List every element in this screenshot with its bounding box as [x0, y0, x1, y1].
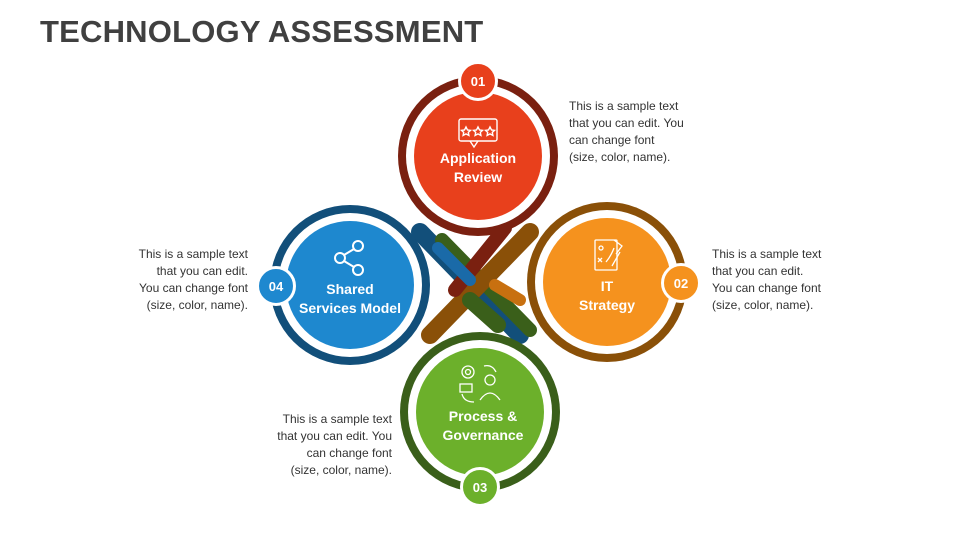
number-badge-02: 02	[661, 263, 701, 303]
process-governance-label: Process & Governance	[442, 408, 524, 443]
strategy-board-icon	[594, 239, 623, 271]
application-review-circle	[398, 76, 558, 236]
shared-services-label: Shared Services Model	[299, 281, 401, 316]
connector-ribbons	[411, 221, 539, 344]
shared-services-description: This is a sample text that you can edit.…	[138, 247, 248, 312]
rating-message-icon	[458, 118, 498, 149]
it-strategy-description: This is a sample text that you can edit.…	[712, 247, 822, 312]
it-strategy-circle	[527, 202, 687, 362]
it-strategy-inner-circle	[543, 218, 671, 346]
application-review-description: This is a sample text that you can edit.…	[569, 99, 684, 164]
shared-services-inner-circle	[286, 221, 414, 349]
process-governance-circle	[400, 332, 560, 492]
shared-services-circle	[270, 205, 430, 365]
process-governance-description: This is a sample text that you can edit.…	[277, 412, 392, 477]
number-badge-04: 04	[256, 266, 296, 306]
gear-person-icon	[459, 364, 501, 403]
share-icon	[334, 240, 364, 276]
process-governance-inner-circle	[416, 348, 544, 476]
application-review-inner-circle	[414, 92, 542, 220]
page-title: TECHNOLOGY ASSESSMENT	[40, 14, 484, 49]
it-strategy-label: IT Strategy	[578, 278, 636, 313]
number-badge-01: 01	[458, 61, 498, 101]
number-badge-03: 03	[460, 467, 500, 507]
application-review-label: Application Review	[439, 150, 517, 185]
